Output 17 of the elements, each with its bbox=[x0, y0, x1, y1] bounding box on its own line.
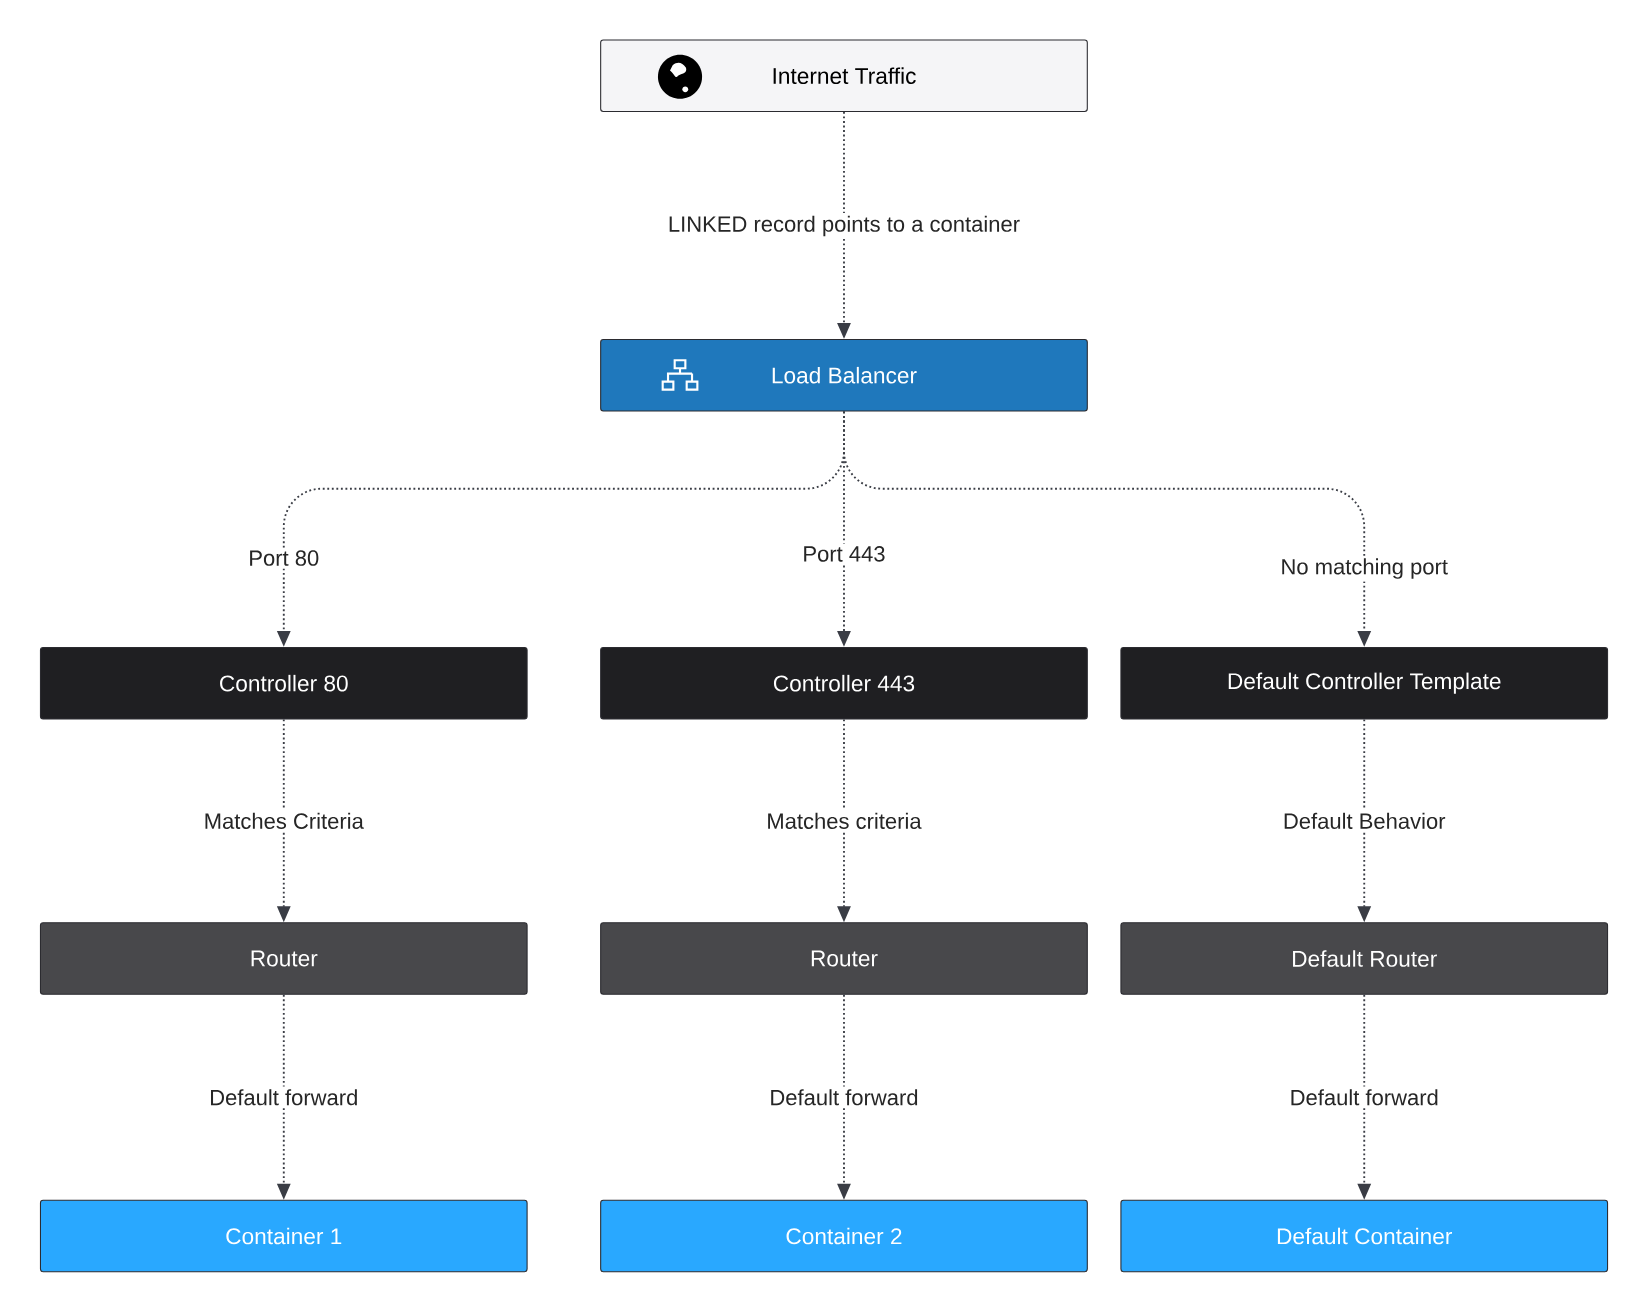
edge-label: LINKED record points to a container bbox=[665, 213, 1023, 239]
edge-label: No matching port bbox=[1277, 555, 1451, 582]
process-box: Router bbox=[600, 922, 1088, 995]
edge-label: Port 443 bbox=[799, 543, 889, 565]
edge-label: Default Behavior bbox=[1280, 810, 1449, 832]
edge-label: Matches criteria bbox=[763, 810, 925, 832]
process-box: Load Balancer bbox=[600, 338, 1088, 412]
process-box: Controller 80 bbox=[39, 646, 528, 720]
process-box: Default Controller Template bbox=[1120, 646, 1609, 720]
process-box: Router bbox=[39, 922, 528, 995]
process-box: Container 1 bbox=[39, 1199, 528, 1273]
process-box: Default Container bbox=[1120, 1199, 1609, 1273]
process-box: Default Router bbox=[1120, 922, 1609, 995]
process-box: Container 2 bbox=[600, 1199, 1088, 1273]
process-box: Internet Traffic bbox=[600, 39, 1088, 112]
edge-label: Matches Criteria bbox=[201, 810, 367, 832]
process-box: Controller 443 bbox=[600, 646, 1088, 720]
